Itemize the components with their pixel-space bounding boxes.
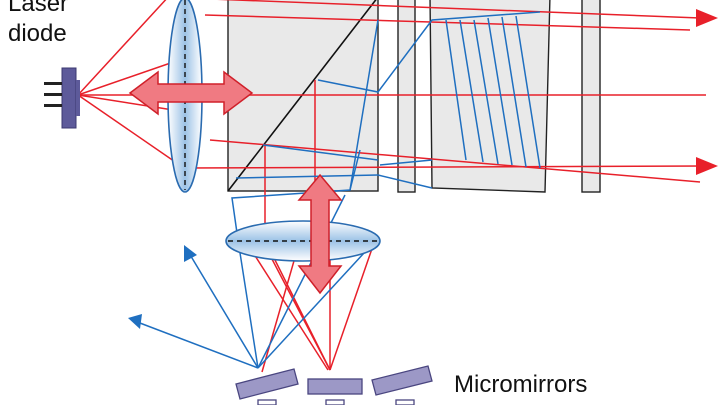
output-plate [581, 0, 601, 193]
micromirror-2 [307, 378, 363, 405]
prism-block [429, 0, 551, 193]
double-arrow-horizontal [128, 70, 254, 116]
diode-label: diode [8, 20, 67, 47]
double-arrow-vertical [297, 173, 343, 295]
output-arrowheads [696, 9, 718, 175]
micromirror-array [235, 365, 433, 405]
blue-arrowheads [128, 245, 197, 329]
laser-label: Laser [8, 0, 69, 17]
micromirror-3 [371, 365, 433, 405]
glass-elements [227, 0, 601, 193]
laser-diode [44, 67, 80, 129]
beam-splitter-diagonal [227, 0, 377, 192]
prism-blue-stripes [445, 15, 541, 169]
micromirror-1 [235, 368, 299, 405]
micromirrors-label: Micromirrors [454, 371, 588, 398]
